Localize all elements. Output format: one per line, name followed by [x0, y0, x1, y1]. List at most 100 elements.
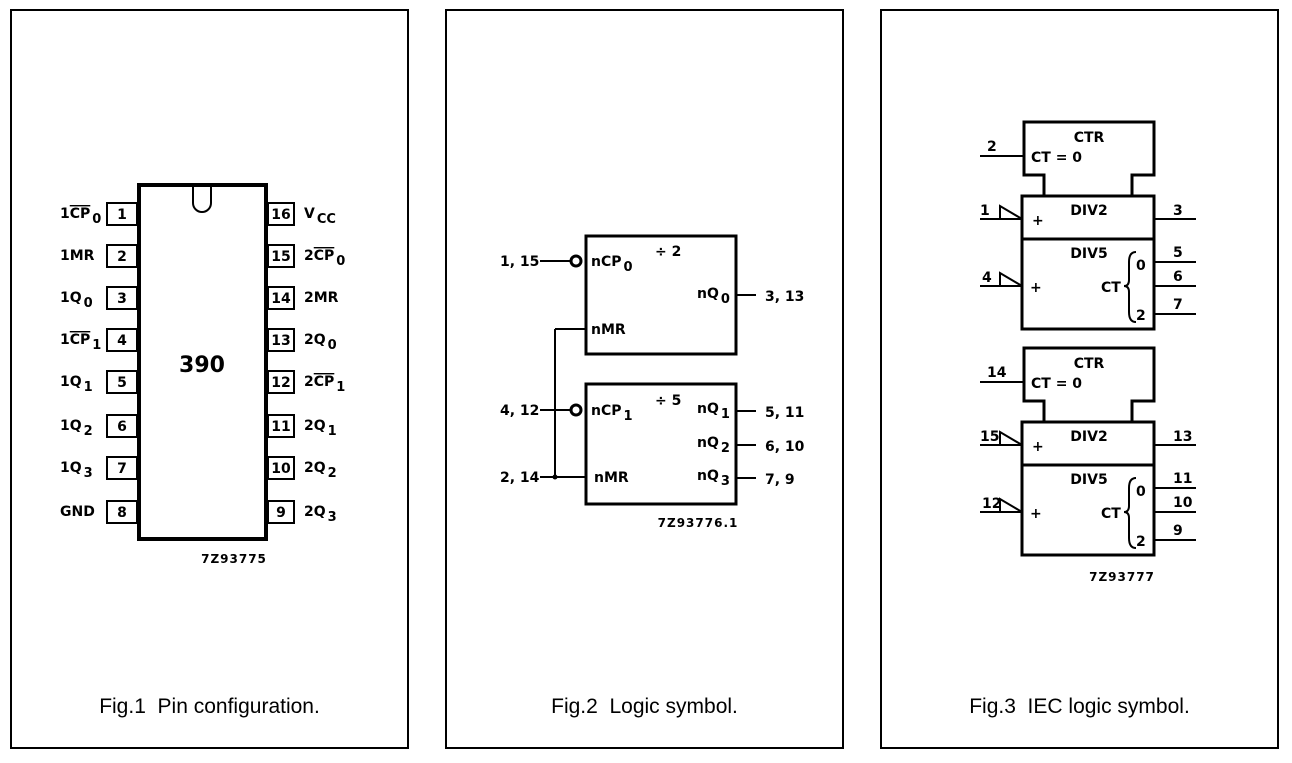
pin-ref: 7, 9 [765, 472, 795, 488]
ct-label: CT [1101, 280, 1121, 296]
pin-ref: 7 [1173, 297, 1183, 313]
pin-number: 5 [117, 375, 127, 391]
pin-ref: 2, 14 [500, 470, 540, 486]
chip-body [137, 183, 268, 541]
pin-box [267, 456, 295, 480]
pin-ref: 4, 12 [500, 403, 539, 419]
dynamic-input-icon [999, 430, 1023, 446]
inversion-bubble [569, 254, 583, 268]
pin-ref: 6 [1173, 269, 1183, 285]
input-label: nMR [594, 470, 629, 486]
pin-ref: 3, 13 [765, 289, 804, 305]
junction-dot [552, 474, 558, 480]
pin-number: 2 [117, 249, 127, 265]
pin-box [267, 202, 295, 226]
brace-bottom-label: 2 [1136, 308, 1146, 324]
pin-ref: 5 [1173, 245, 1183, 261]
pin-box [267, 370, 295, 394]
div5-block [1020, 237, 1156, 331]
div5-label: DIV5 [1070, 246, 1107, 262]
pin-ref: 1, 15 [500, 254, 539, 270]
figure-2-caption: Fig.2 Logic symbol. [551, 695, 738, 718]
pin-number: 9 [276, 505, 286, 521]
pin-number: 12 [271, 375, 290, 391]
pin-ref: 6, 10 [765, 439, 805, 455]
pin-number: 16 [271, 207, 290, 223]
drawing-code: 7Z93777 [1089, 570, 1155, 584]
count-up-label: + [1030, 280, 1042, 296]
div2-label: DIV2 [1070, 429, 1107, 445]
pin-ref: 3 [1173, 203, 1183, 219]
chip-label: 390 [179, 353, 225, 378]
pin-box [267, 244, 295, 268]
pin-ref: 9 [1173, 523, 1183, 539]
pin-box [106, 244, 138, 268]
ctr-label: CTR [1074, 130, 1105, 146]
brace-top-label: 0 [1136, 484, 1146, 500]
figure-1-caption: Fig.1 Pin configuration. [99, 695, 320, 718]
pin-name: GND [60, 504, 95, 520]
brace-bottom-label: 2 [1136, 534, 1146, 550]
count-up-label: + [1032, 439, 1044, 455]
ctr-block [1022, 120, 1156, 195]
div5-block [1020, 463, 1156, 557]
dynamic-input-icon [999, 497, 1023, 513]
pin-ref: 2 [987, 139, 997, 155]
divider-label: ÷ 5 [655, 393, 681, 409]
div5-label: DIV5 [1070, 472, 1107, 488]
pin-ref: 4 [982, 270, 992, 286]
drawing-code: 7Z93775 [201, 552, 267, 566]
pin-number: 8 [117, 505, 127, 521]
dynamic-input-icon [999, 271, 1023, 287]
count-up-label: + [1032, 213, 1044, 229]
pin-number: 6 [117, 419, 127, 435]
pin-box [106, 370, 138, 394]
pin-number: 10 [271, 461, 291, 477]
brace-icon [1123, 477, 1137, 549]
ct-reset-label: CT = 0 [1031, 150, 1082, 166]
pin-number: 4 [117, 333, 127, 349]
pin-name: 2MR [304, 290, 339, 306]
pin-number: 1 [117, 207, 127, 223]
pin-box [106, 202, 138, 226]
ct-label: CT [1101, 506, 1121, 522]
ct-reset-label: CT = 0 [1031, 376, 1082, 392]
pin-box [267, 414, 295, 438]
pin-number: 15 [271, 249, 290, 265]
pin-number: 14 [271, 291, 291, 307]
pin-number: 13 [271, 333, 290, 349]
ctr-block [1022, 346, 1156, 421]
dynamic-input-icon [999, 204, 1023, 220]
pin-box [106, 456, 138, 480]
pin-box [267, 328, 295, 352]
pin-number: 7 [117, 461, 127, 477]
pin-ref: 14 [987, 365, 1007, 381]
pin-number: 3 [117, 291, 127, 307]
pin-box [106, 286, 138, 310]
pin-ref: 12 [982, 496, 1001, 512]
pin-number: 11 [271, 419, 290, 435]
div2-label: DIV2 [1070, 203, 1107, 219]
ctr-label: CTR [1074, 356, 1105, 372]
pin-ref: 13 [1173, 429, 1192, 445]
pin-ref: 5, 11 [765, 405, 804, 421]
divider-label: ÷ 2 [655, 244, 681, 260]
inversion-bubble [569, 403, 583, 417]
